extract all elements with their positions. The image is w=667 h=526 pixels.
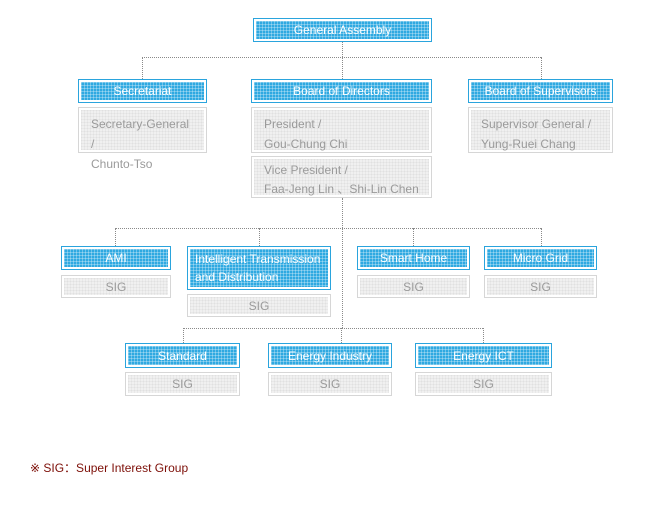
sig-ami: SIG — [61, 275, 171, 298]
node-secretariat-label: Secretariat — [81, 82, 204, 100]
president-role: President / — [264, 117, 322, 131]
node-general-assembly: General Assembly — [253, 18, 432, 42]
connector-smart-home-drop — [413, 228, 414, 246]
president-person: Gou-Chung Chi — [264, 137, 348, 151]
connector-row1-horizontal — [142, 57, 541, 58]
connector-energy-industry-drop — [341, 328, 342, 343]
connector-row3-horizontal — [183, 328, 483, 329]
node-ami: AMI — [61, 246, 171, 270]
node-secretariat: Secretariat — [78, 79, 207, 103]
node-micro-grid: Micro Grid — [484, 246, 597, 270]
sig-energy-ict-label: SIG — [418, 375, 549, 393]
detail-secretariat: Secretary-General / Chunto-Tso — [78, 107, 207, 171]
vice-president-role: Vice President / — [264, 163, 348, 177]
sig-ami-label: SIG — [64, 278, 168, 295]
node-energy-industry: Energy Industry — [268, 343, 392, 368]
sig-energy-ict: SIG — [415, 372, 552, 396]
sig-intelligent-transmission: SIG — [187, 294, 331, 317]
supervisor-general-role: Supervisor General / — [481, 117, 592, 131]
connector-row2-horizontal — [115, 228, 541, 229]
node-intelligent-transmission-label: Intelligent Transmission and Distributio… — [190, 249, 328, 287]
connector-board-of-supervisors-drop — [541, 57, 542, 79]
node-general-assembly-label: General Assembly — [256, 21, 429, 39]
sig-intelligent-transmission-label: SIG — [190, 297, 328, 314]
node-smart-home: Smart Home — [357, 246, 470, 270]
node-ami-label: AMI — [64, 249, 168, 267]
connector-board-of-directors-drop — [342, 57, 343, 79]
node-board-of-directors-label: Board of Directors — [254, 82, 429, 100]
sig-energy-industry-label: SIG — [271, 375, 389, 393]
detail-supervisor-general: Supervisor General / Yung-Ruei Chang — [468, 107, 613, 153]
supervisor-general-person: Yung-Ruei Chang — [481, 137, 576, 151]
detail-president: President / Gou-Chung Chi — [251, 107, 432, 153]
node-board-of-supervisors: Board of Supervisors — [468, 79, 613, 103]
node-standard-label: Standard — [128, 346, 237, 365]
node-smart-home-label: Smart Home — [360, 249, 467, 267]
sig-micro-grid-label: SIG — [487, 278, 594, 295]
connector-center-trunk — [342, 198, 343, 328]
vice-president-persons: Faa-Jeng Lin 、Shi-Lin Chen — [264, 182, 419, 196]
node-board-of-supervisors-label: Board of Supervisors — [471, 82, 610, 100]
connector-ga-down — [342, 42, 343, 57]
connector-energy-ict-drop — [483, 328, 484, 343]
sig-smart-home-label: SIG — [360, 278, 467, 295]
sig-micro-grid: SIG — [484, 275, 597, 298]
node-board-of-directors: Board of Directors — [251, 79, 432, 103]
connector-standard-drop — [183, 328, 184, 343]
sig-standard: SIG — [125, 372, 240, 396]
connector-ami-drop — [115, 228, 116, 246]
node-intelligent-transmission: Intelligent Transmission and Distributio… — [187, 246, 331, 290]
node-standard: Standard — [125, 343, 240, 368]
node-energy-ict-label: Energy ICT — [418, 346, 549, 365]
sig-standard-label: SIG — [128, 375, 237, 393]
sig-smart-home: SIG — [357, 275, 470, 298]
node-energy-ict: Energy ICT — [415, 343, 552, 368]
connector-micro-grid-drop — [541, 228, 542, 246]
secretariat-role: Secretary-General / — [91, 117, 190, 151]
secretariat-person: Chunto-Tso — [91, 157, 153, 171]
connector-secretariat-drop — [142, 57, 143, 79]
sig-footnote: ※ SIG：Super Interest Group — [30, 461, 189, 475]
node-micro-grid-label: Micro Grid — [487, 249, 594, 267]
node-energy-industry-label: Energy Industry — [271, 346, 389, 365]
connector-intelligent-transmission-drop — [259, 228, 260, 246]
sig-energy-industry: SIG — [268, 372, 392, 396]
detail-vice-president: Vice President / Faa-Jeng Lin 、Shi-Lin C… — [251, 156, 432, 198]
